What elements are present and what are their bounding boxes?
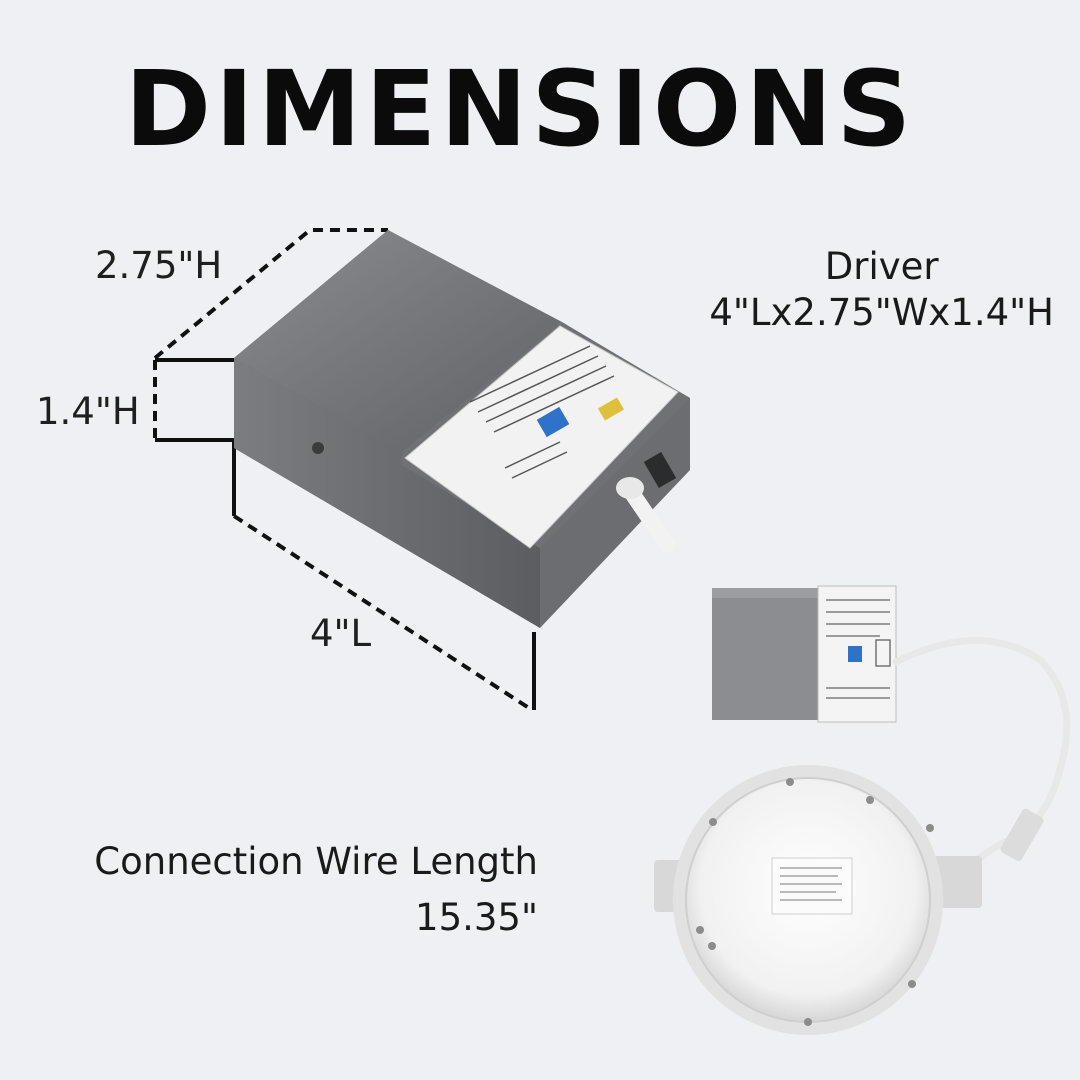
driver-size: 4"Lx2.75"Wx1.4"H: [709, 291, 1054, 334]
driver-spec: Driver 4"Lx2.75"Wx1.4"H: [709, 244, 1054, 336]
height-top-label: 2.75"H: [95, 244, 223, 287]
wire-length-value: 15.35": [415, 896, 538, 939]
length-label: 4"L: [310, 612, 372, 655]
driver-box-image: [234, 230, 690, 628]
small-driver-image: [712, 585, 897, 723]
dimension-lines: [153, 228, 536, 712]
page-title: DIMENSIONS: [124, 48, 916, 170]
wire-length-info: Connection Wire Length 15.35": [76, 834, 538, 946]
height-side-label: 1.4"H: [36, 390, 140, 433]
panel-light-image: [654, 765, 982, 1035]
driver-name: Driver: [824, 245, 939, 288]
wire-length-label: Connection Wire Length: [94, 840, 538, 883]
